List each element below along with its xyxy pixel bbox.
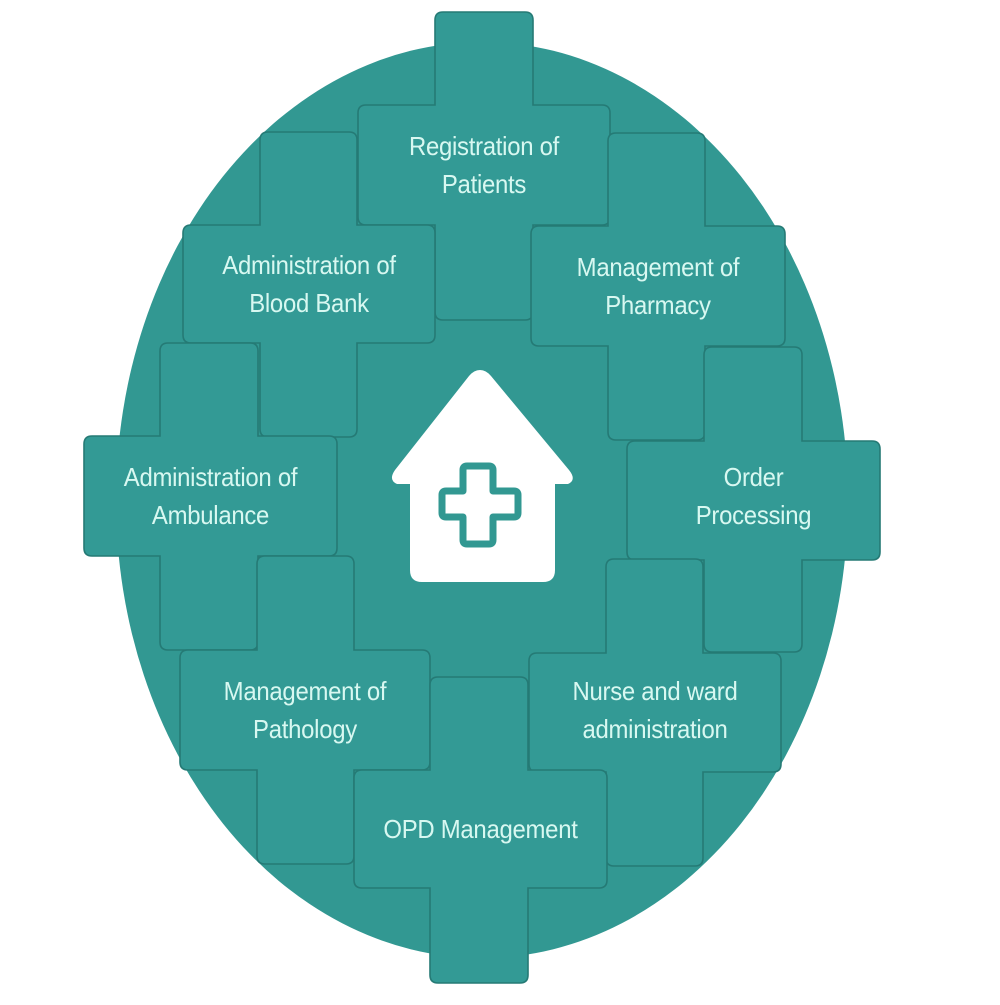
module-line-1: Management of: [576, 252, 740, 282]
module-line-1: OPD Management: [383, 814, 578, 844]
module-line-2: Pathology: [253, 714, 357, 744]
module-line-2: Processing: [695, 500, 812, 530]
module-label-management-of-pharmacy[interactable]: Management of Pharmacy: [541, 231, 775, 341]
module-line-2: Ambulance: [151, 500, 270, 530]
module-label-administration-of-blood-bank[interactable]: Administration of Blood Bank: [193, 229, 425, 339]
module-line-2: Patients: [441, 169, 527, 199]
module-line-1: Order: [723, 462, 784, 492]
medical-cross-icon: [438, 462, 522, 548]
module-tiles: [83, 11, 881, 984]
module-text: Nurse and ward administration: [573, 672, 738, 748]
module-tile-management-of-pathology[interactable]: [179, 555, 431, 865]
module-label-registration-of-patients[interactable]: Registration of Patients: [368, 110, 600, 220]
module-label-opd-management[interactable]: OPD Management: [364, 770, 597, 888]
module-text: Administration of Blood Bank: [222, 246, 396, 322]
module-label-administration-of-ambulance[interactable]: Administration of Ambulance: [94, 440, 327, 552]
module-line-1: Administration of: [222, 250, 396, 280]
module-line-2: Blood Bank: [249, 288, 369, 318]
module-label-nurse-and-ward-administration[interactable]: Nurse and ward administration: [539, 655, 771, 765]
module-label-management-of-pathology[interactable]: Management of Pathology: [190, 655, 420, 765]
module-text: Administration of Ambulance: [123, 458, 298, 534]
module-tile-management-of-pharmacy[interactable]: [530, 132, 786, 441]
module-text: Registration of Patients: [409, 127, 559, 203]
module-tile-opd-management[interactable]: [353, 676, 608, 984]
module-text: Management of Pathology: [224, 672, 387, 748]
module-tile-administration-of-blood-bank[interactable]: [182, 131, 436, 438]
module-line-1: Administration of: [123, 462, 298, 492]
module-line-1: Nurse and ward: [572, 676, 738, 706]
module-line-1: Registration of: [408, 131, 560, 161]
module-text: Management of Pharmacy: [577, 248, 740, 324]
module-text: OPD Management: [383, 810, 578, 848]
module-line-2: administration: [582, 714, 728, 744]
module-tile-order-processing[interactable]: [626, 346, 881, 653]
module-tile-nurse-and-ward-administration[interactable]: [528, 558, 782, 867]
module-line-1: Management of: [223, 676, 387, 706]
module-line-2: Pharmacy: [605, 290, 711, 320]
hospital-house-icon: [391, 370, 573, 582]
module-tile-registration-of-patients[interactable]: [357, 11, 611, 321]
